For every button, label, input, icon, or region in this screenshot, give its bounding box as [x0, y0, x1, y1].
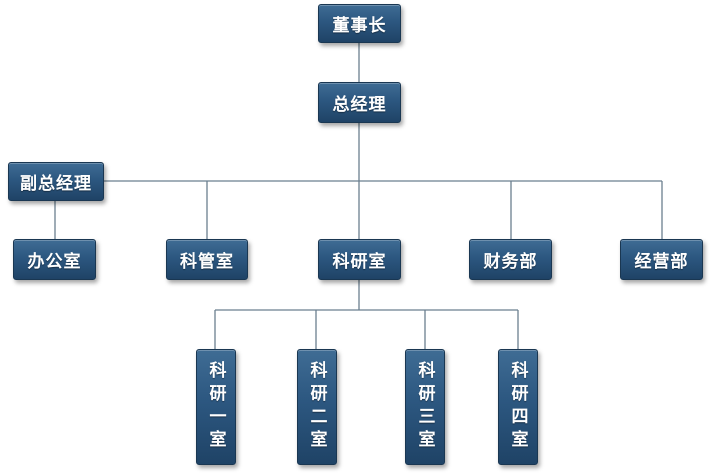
node-office: 办公室	[13, 239, 96, 280]
node-research-lab-1: 科研一室	[196, 349, 236, 465]
node-research-lab-3: 科研三室	[405, 349, 445, 465]
node-chairman: 董事长	[318, 4, 401, 43]
node-research: 科研室	[318, 239, 401, 280]
node-research-lab-4: 科研四室	[498, 349, 538, 465]
node-deputy-general-manager: 副总经理	[8, 162, 104, 201]
node-research-management: 科管室	[166, 239, 248, 280]
node-finance: 财务部	[469, 239, 552, 280]
node-general-manager: 总经理	[318, 82, 401, 123]
node-research-lab-2: 科研二室	[297, 349, 337, 465]
node-business: 经营部	[620, 239, 703, 280]
